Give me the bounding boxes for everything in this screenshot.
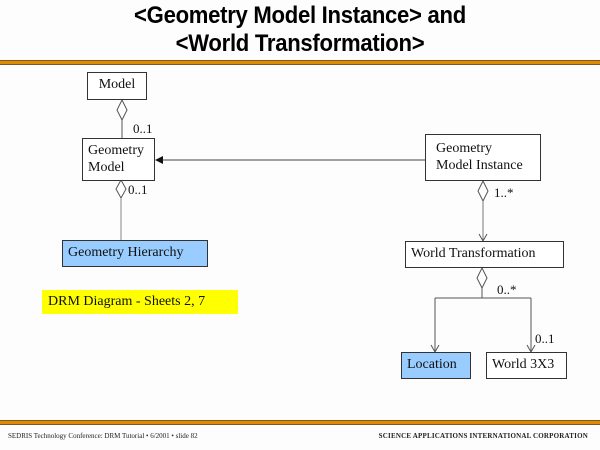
- multiplicity-world-transformation-components: 0..*: [497, 282, 517, 297]
- node-world-3x3[interactable]: World 3X3: [486, 352, 567, 379]
- node-world-transformation[interactable]: World Transformation: [405, 241, 564, 268]
- node-geometry-hierarchy-label: Geometry Hierarchy: [68, 245, 184, 260]
- slide-title: <Geometry Model Instance> and <World Tra…: [24, 2, 576, 58]
- multiplicity-model-geometry-model: 0..1: [133, 121, 153, 136]
- node-model-label: Model: [98, 77, 136, 92]
- node-location[interactable]: Location: [401, 352, 471, 379]
- aggregation-world-transformation-components: [430, 266, 536, 354]
- node-geometry-model-label-1: Geometry: [88, 143, 144, 158]
- node-geometry-model-label-2: Model: [88, 160, 125, 175]
- node-world-transformation-label: World Transformation: [411, 246, 536, 261]
- title-divider: [0, 60, 600, 65]
- node-geometry-model-instance[interactable]: Geometry Model Instance: [425, 134, 541, 181]
- slide-title-line-1: <Geometry Model Instance> and: [134, 2, 466, 29]
- multiplicity-geometry-hierarchy: 0..1: [128, 182, 148, 197]
- node-geometry-model[interactable]: Geometry Model: [82, 138, 155, 181]
- node-gmi-label-2: Model Instance: [436, 158, 523, 173]
- footer-company-text: SCIENCE APPLICATIONS INTERNATIONAL CORPO…: [378, 432, 588, 440]
- slide-title-line-2: <World Transformation>: [175, 30, 425, 57]
- aggregation-model-geometry-model: [116, 98, 128, 138]
- aggregation-diamond-icon: [115, 178, 127, 200]
- footer-conference-text: SEDRIS Technology Conference: DRM Tutori…: [8, 432, 198, 440]
- node-geometry-hierarchy[interactable]: Geometry Hierarchy: [62, 240, 208, 267]
- aggregation-gmi-world-transformation: [477, 179, 489, 243]
- multiplicity-world-3x3: 0..1: [535, 331, 555, 346]
- aggregation-diamond-icon: [116, 98, 128, 122]
- aggregation-geometry-model-hierarchy: [115, 178, 127, 240]
- drm-diagram-note: DRM Diagram - Sheets 2, 7: [42, 290, 238, 314]
- association-gmi-geometry-model: [155, 156, 425, 164]
- arrowhead-icon: [155, 156, 163, 164]
- footer-divider: [0, 420, 600, 425]
- node-gmi-label-1: Geometry: [436, 141, 492, 156]
- node-world-3x3-label: World 3X3: [492, 357, 555, 372]
- aggregation-diamond-icon: [477, 179, 489, 203]
- node-location-label: Location: [407, 357, 457, 372]
- node-model[interactable]: Model: [87, 72, 147, 100]
- multiplicity-gmi-world-transformation: 1..*: [494, 185, 514, 200]
- aggregation-diamond-icon: [476, 266, 488, 290]
